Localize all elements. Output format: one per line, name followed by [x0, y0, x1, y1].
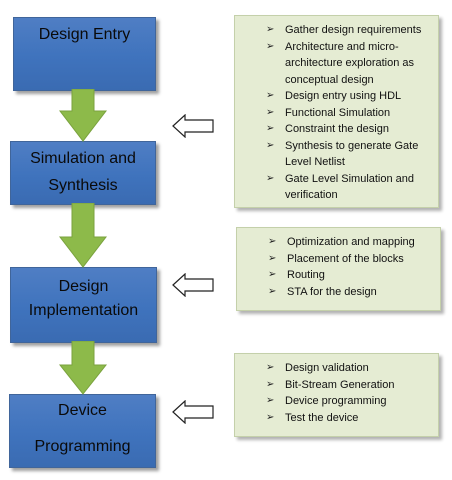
step-item: ➢ Synthesis to generate Gate	[235, 138, 438, 155]
steps-list: ➢ Optimization and mapping ➢ Placement of t…	[237, 234, 440, 300]
stage-design-entry: Design Entry	[13, 17, 156, 91]
down-arrow-icon	[58, 89, 108, 142]
stage-simulation-synthesis: Simulation and Synthesis	[10, 141, 156, 205]
step-text: architecture exploration as	[285, 57, 415, 69]
step-text: Gate Level Simulation and	[285, 172, 415, 185]
step-item: ➢ STA for the design	[237, 284, 440, 301]
step-item: ➢ Functional Simulation	[235, 105, 438, 122]
arrow-bullet-icon: ➢	[266, 411, 275, 423]
panel-implementation-steps: ➢ Optimization and mapping ➢ Placement of t…	[236, 227, 441, 311]
step-item: verification	[235, 187, 438, 204]
stage-label: Programming	[34, 438, 131, 455]
arrow-bullet-icon: ➢	[266, 362, 275, 373]
step-item: ➢ Device programming	[235, 393, 438, 410]
down-arrow-icon	[58, 203, 108, 268]
arrow-bullet-icon: ➢	[266, 24, 275, 35]
step-text: Synthesis to generate Gate	[285, 139, 419, 152]
step-text: Design validation	[285, 362, 369, 374]
arrow-bullet-icon: ➢	[266, 395, 275, 406]
step-text: Architecture and micro-	[285, 40, 399, 53]
step-text: Device programming	[285, 395, 387, 407]
step-item: architecture exploration as	[235, 55, 438, 72]
step-item: ➢ Routing	[237, 267, 440, 284]
stage-label: Implementation	[28, 302, 139, 319]
step-item: ➢ Bit-Stream Generation	[235, 377, 438, 394]
panel-programming-steps: ➢ Design validation ➢ Bit-Stream Generation…	[234, 353, 439, 437]
stage-label: Simulation and	[30, 150, 136, 167]
arrow-bullet-icon: ➢	[266, 106, 275, 118]
arrow-bullet-icon: ➢	[266, 139, 275, 151]
step-text: Routing	[287, 269, 325, 281]
arrow-bullet-icon: ➢	[268, 236, 277, 247]
step-text: Level Netlist	[285, 156, 345, 168]
arrow-bullet-icon: ➢	[266, 40, 275, 52]
arrow-bullet-icon: ➢	[268, 285, 277, 297]
stage-label: Synthesis	[48, 177, 118, 194]
step-item: ➢ Architecture and micro-	[235, 39, 438, 56]
step-text: Constraint the design	[285, 123, 389, 135]
step-text: Gather design requirements	[285, 24, 422, 36]
arrow-bullet-icon: ➢	[268, 269, 277, 280]
step-text: Test the device	[285, 411, 359, 424]
left-arrow-icon	[172, 273, 214, 297]
step-item: ➢ Constraint the design	[235, 121, 438, 138]
step-item: conceptual design	[235, 72, 438, 89]
step-text: Bit-Stream Generation	[285, 378, 395, 391]
step-item: ➢ Gate Level Simulation and	[235, 171, 438, 188]
arrow-bullet-icon: ➢	[266, 123, 275, 134]
step-item: ➢ Gather design requirements	[235, 22, 438, 39]
step-text: STA for the design	[287, 285, 377, 298]
step-text: Functional Simulation	[285, 106, 391, 119]
left-arrow-icon	[172, 114, 214, 138]
step-item: ➢ Placement of the blocks	[237, 251, 440, 268]
step-item: ➢ Optimization and mapping	[237, 234, 440, 251]
steps-list: ➢ Gather design requirements ➢ Architecture…	[235, 22, 438, 204]
arrow-bullet-icon: ➢	[266, 172, 275, 184]
step-item: ➢ Design validation	[235, 360, 438, 377]
step-item: ➢ Design entry using HDL	[235, 88, 438, 105]
stage-design-implementation: Design Implementation	[10, 267, 157, 343]
stage-label: Design Entry	[38, 26, 131, 43]
step-text: Optimization and mapping	[287, 236, 415, 248]
arrow-bullet-icon: ➢	[268, 252, 277, 264]
down-arrow-icon	[58, 341, 108, 395]
stage-label: Design	[58, 278, 109, 295]
step-text: Design entry using HDL	[285, 90, 402, 102]
left-arrow-icon	[172, 400, 214, 424]
step-item: Level Netlist	[235, 154, 438, 171]
steps-list: ➢ Design validation ➢ Bit-Stream Generation…	[235, 360, 438, 426]
step-text: Placement of the blocks	[287, 252, 404, 265]
arrow-bullet-icon: ➢	[266, 90, 275, 101]
step-item: ➢ Test the device	[235, 410, 438, 427]
step-text: conceptual design	[285, 73, 374, 86]
panel-design-entry-steps: ➢ Gather design requirements ➢ Architecture…	[234, 15, 439, 208]
stage-device-programming: Device Programming	[9, 394, 156, 468]
step-text: verification	[285, 189, 338, 201]
stage-label: Device	[58, 402, 107, 419]
arrow-bullet-icon: ➢	[266, 378, 275, 390]
